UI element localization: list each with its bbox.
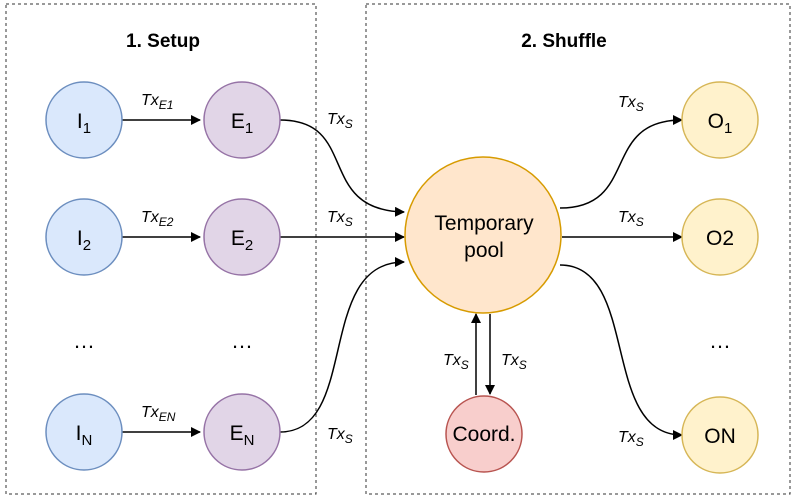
setup-panel bbox=[5, 3, 317, 495]
edge-label-txs-en: TxS bbox=[327, 426, 353, 446]
svg-text:IN: IN bbox=[76, 422, 93, 449]
edge-pool-o1 bbox=[559, 115, 683, 209]
edge-en-pool bbox=[279, 257, 405, 433]
edge-label-txs-on: TxS bbox=[618, 429, 644, 449]
edge-label-tx-e2: TxE2 bbox=[141, 209, 174, 229]
edge-label-txs-o1: TxS bbox=[618, 94, 644, 114]
edge-e1-pool bbox=[279, 119, 405, 217]
setup-panel-title: 1. Setup bbox=[126, 31, 200, 52]
pool-label-line2: pool bbox=[464, 239, 504, 262]
svg-text:E2: E2 bbox=[231, 227, 253, 254]
edge-label-txs-e2: TxS bbox=[327, 209, 353, 229]
escrow-node-1: E1 bbox=[203, 81, 281, 159]
svg-text:O1: O1 bbox=[708, 110, 733, 137]
shuffle-panel-title: 2. Shuffle bbox=[521, 31, 607, 52]
input-node-n: IN bbox=[45, 393, 123, 471]
inputs-ellipsis: … bbox=[73, 328, 95, 353]
input-node-1: I1 bbox=[45, 81, 123, 159]
svg-text:E1: E1 bbox=[231, 110, 253, 137]
pool-label-line1: Temporary bbox=[434, 212, 534, 235]
output-node-n: ON bbox=[681, 396, 759, 474]
input-node-2: I2 bbox=[45, 198, 123, 276]
svg-text:ON: ON bbox=[704, 425, 736, 448]
edge-label-txs-coord-up: TxS bbox=[443, 352, 469, 372]
edge-label-txs-e1: TxS bbox=[327, 111, 353, 131]
output-node-1: O1 bbox=[681, 81, 759, 159]
svg-text:Coord.: Coord. bbox=[452, 423, 515, 446]
edge-pool-on bbox=[559, 264, 683, 440]
escrow-node-2: E2 bbox=[203, 198, 281, 276]
escrow-node-n: EN bbox=[203, 393, 281, 471]
svg-text:EN: EN bbox=[230, 422, 255, 449]
coordinator-node: Coord. bbox=[445, 395, 523, 473]
edge-label-txs-o2: TxS bbox=[618, 209, 644, 229]
shuffle-panel bbox=[365, 3, 791, 495]
escrows-ellipsis: … bbox=[231, 328, 253, 353]
svg-text:I1: I1 bbox=[77, 110, 91, 137]
edge-label-tx-e1: TxE1 bbox=[141, 92, 173, 112]
edge-label-tx-en: TxEN bbox=[141, 404, 176, 424]
temporary-pool-node: Temporary pool bbox=[404, 156, 562, 314]
output-node-2: O2 bbox=[681, 198, 759, 276]
svg-text:O2: O2 bbox=[706, 227, 734, 250]
outputs-ellipsis: … bbox=[709, 328, 731, 353]
svg-text:I2: I2 bbox=[77, 227, 91, 254]
edge-label-txs-coord-down: TxS bbox=[501, 352, 527, 372]
